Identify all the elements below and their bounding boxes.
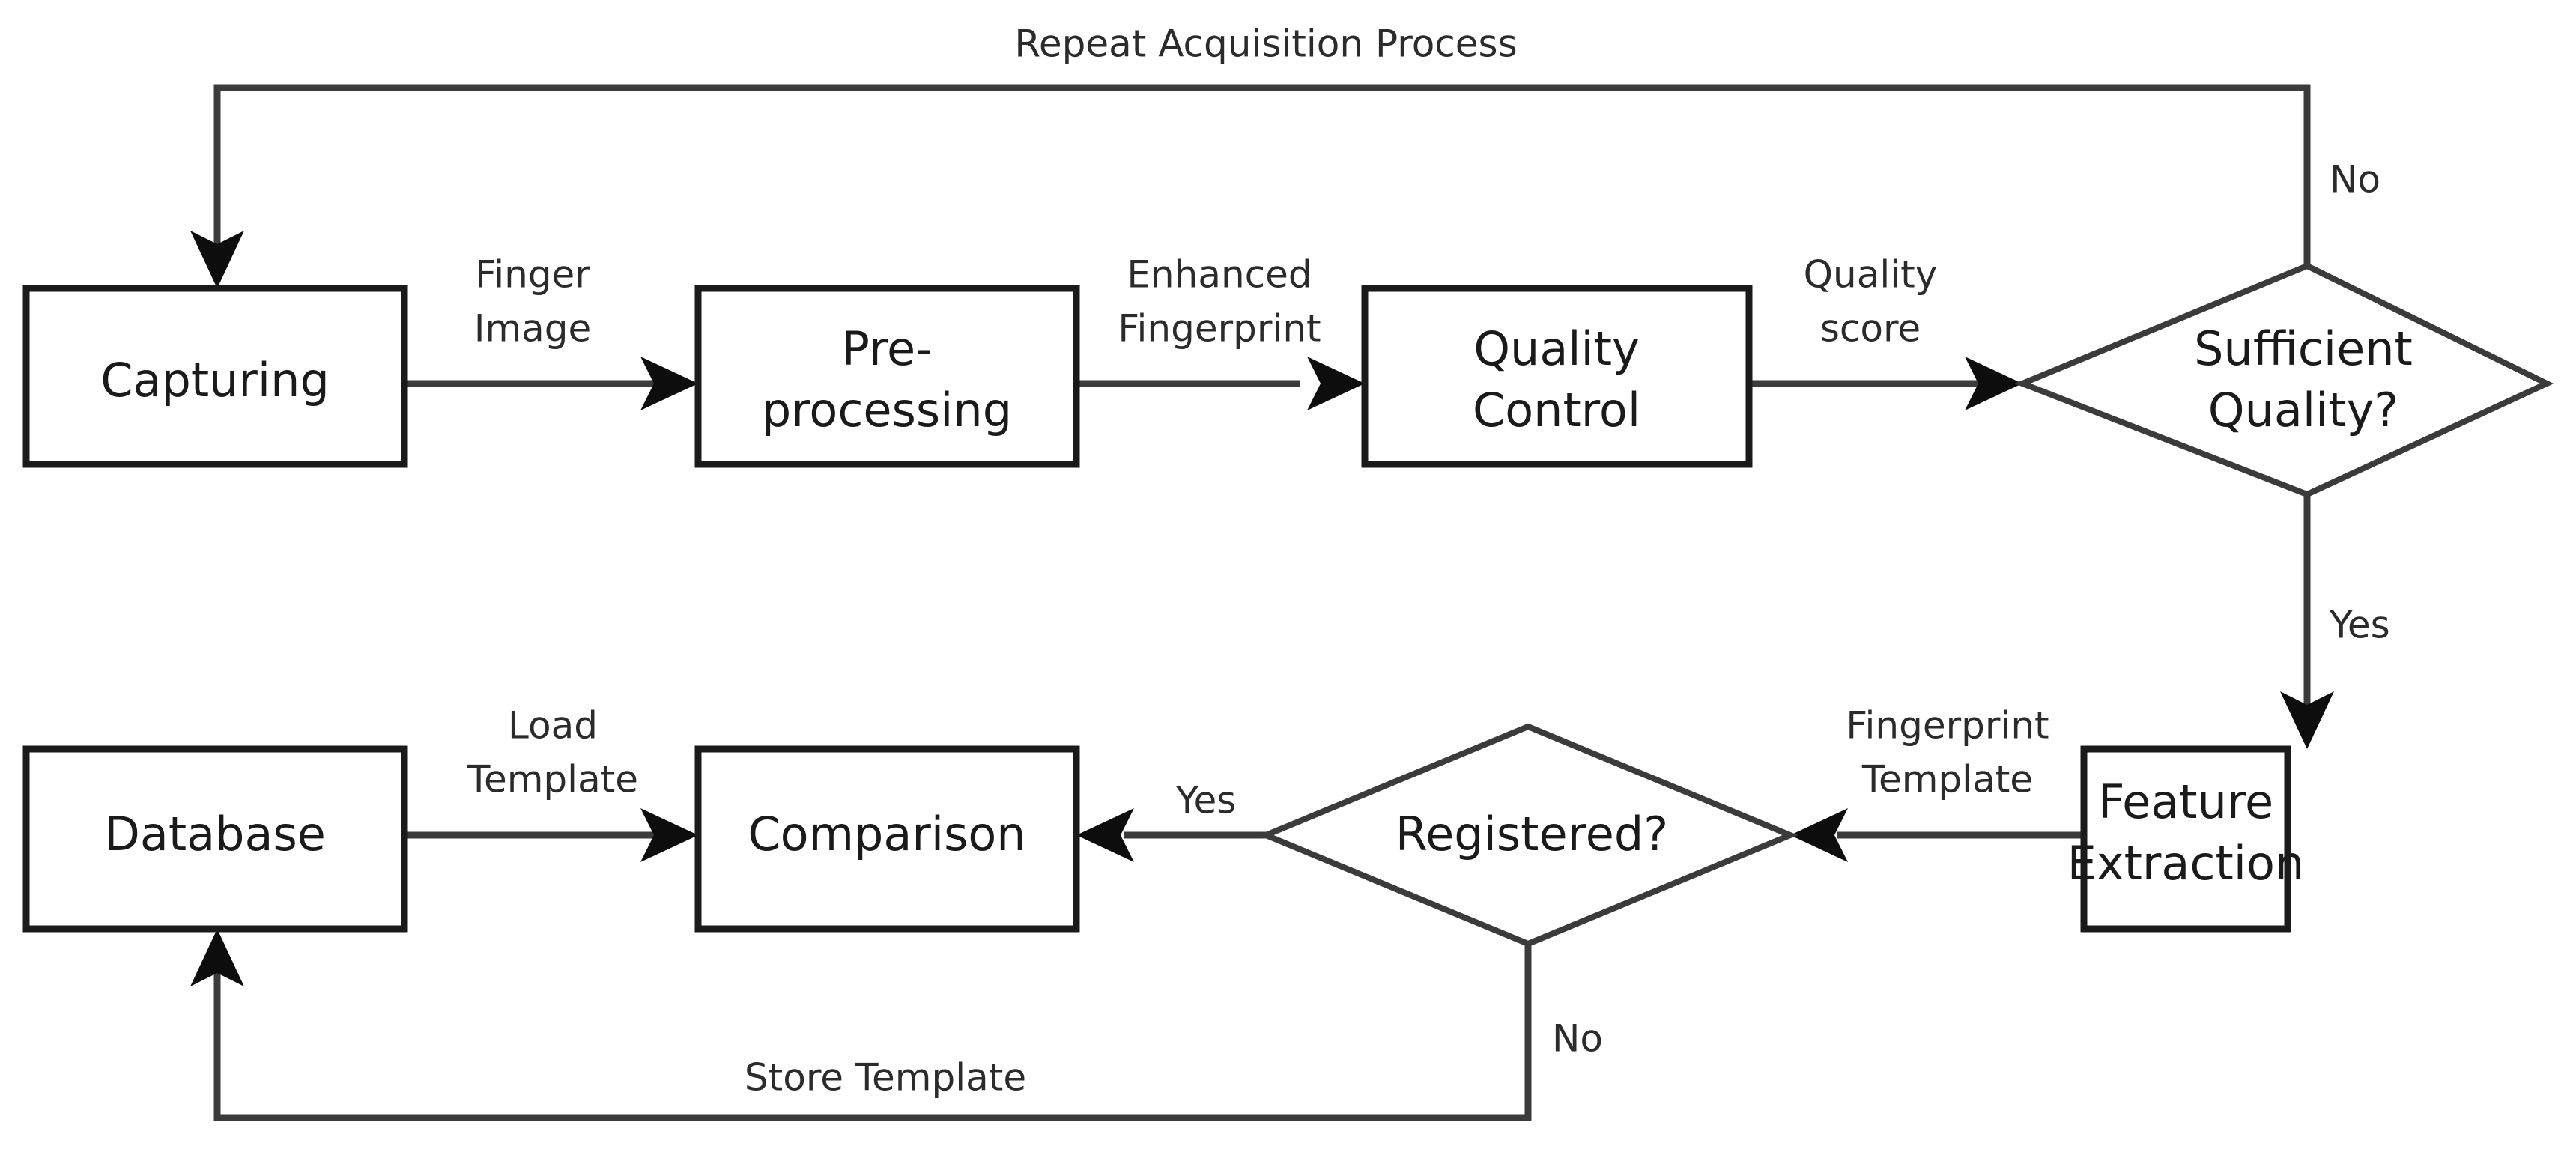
edge-database-to-comparison [404, 808, 698, 862]
edge-repeat-line [213, 84, 2311, 266]
quality-control-label-line2: Control [1473, 383, 1640, 437]
node-capturing[interactable]: Capturing [22, 285, 408, 468]
registered-label: Registered? [1395, 807, 1668, 861]
feature-extraction-box[interactable] [2080, 745, 2291, 933]
feature-extraction-label-line2: Extraction [2067, 836, 2305, 891]
sufficient-quality-diamond[interactable] [2014, 262, 2554, 498]
label-quality-score-line2: score [1820, 307, 1921, 351]
node-feature-extraction[interactable]: Feature Extraction [2067, 745, 2305, 933]
quality-control-label-line1: Quality [1473, 321, 1640, 376]
label-load-template-line1: Load [508, 704, 598, 748]
edge-preprocessing-to-qualitycontrol [1076, 357, 1365, 410]
database-label: Database [104, 807, 326, 861]
label-no-registered: No [1552, 1017, 1603, 1061]
arrowhead-into-database [190, 929, 244, 986]
label-load-template-line2: Template [467, 758, 638, 801]
arrowhead-into-capturing [190, 231, 244, 288]
preprocessing-label-line2: processing [762, 383, 1012, 437]
feature-extraction-label-line1: Feature [2098, 775, 2273, 829]
preprocessing-label-line1: Pre- [842, 321, 933, 376]
label-finger-image-line2: Image [474, 307, 592, 351]
arrowhead-into-preprocessing [640, 357, 698, 410]
arrowhead-into-registered [1790, 808, 1848, 862]
quality-control-box[interactable] [1361, 285, 1753, 468]
arrowhead-into-qualitycontrol [1307, 357, 1365, 410]
sufficient-quality-label-line2: Quality? [2208, 383, 2398, 437]
node-comparison[interactable]: Comparison [694, 745, 1080, 933]
capturing-box[interactable] [22, 285, 408, 468]
label-fingerprint-template-line1: Fingerprint [1846, 704, 2049, 748]
comparison-label: Comparison [748, 807, 1025, 861]
node-quality-control[interactable]: Quality Control [1361, 285, 1753, 468]
arrowhead-into-comparison-from-db [640, 808, 698, 862]
sufficient-quality-label-line1: Sufficient [2194, 321, 2413, 376]
edge-qualitycontrol-to-sufficientquality [1749, 357, 2022, 410]
edge-registered-to-comparison [1076, 808, 1266, 862]
edge-featureextraction-to-registered [1790, 808, 2084, 862]
label-yes-right: Yes [2329, 604, 2390, 647]
edge-sufficientquality-to-featureextraction [2280, 494, 2334, 749]
database-box[interactable] [22, 745, 408, 933]
capturing-label: Capturing [100, 353, 330, 407]
label-fingerprint-template-line2: Template [1861, 758, 2033, 801]
node-preprocessing[interactable]: Pre- processing [694, 285, 1080, 468]
label-finger-image-line1: Finger [475, 253, 590, 297]
label-repeat-acquisition-process: Repeat Acquisition Process [1014, 22, 1517, 66]
preprocessing-box[interactable] [694, 285, 1080, 468]
node-database[interactable]: Database [22, 745, 408, 933]
label-store-template: Store Template [745, 1056, 1026, 1100]
comparison-box[interactable] [694, 745, 1080, 933]
label-quality-score-line1: Quality [1804, 253, 1938, 297]
edge-capturing-to-preprocessing [404, 357, 698, 410]
label-yes-registered: Yes [1175, 779, 1237, 822]
label-enhanced-fingerprint-line2: Fingerprint [1118, 307, 1321, 351]
label-enhanced-fingerprint-line1: Enhanced [1127, 253, 1312, 297]
node-sufficient-quality-decision[interactable]: Sufficient Quality? [2014, 262, 2554, 498]
node-registered-decision[interactable]: Registered? [1258, 723, 1798, 948]
edge-repeat-acquisition-process [190, 84, 2311, 288]
arrowhead-into-comparison [1076, 808, 1134, 862]
label-no-top: No [2330, 158, 2380, 201]
arrowhead-into-sufficientquality [1965, 357, 2022, 410]
edge-registered-to-database [190, 929, 1532, 1121]
arrowhead-into-featureextraction [2280, 691, 2334, 749]
registered-diamond[interactable] [1258, 723, 1798, 948]
edge-store-template-line [213, 944, 1532, 1121]
